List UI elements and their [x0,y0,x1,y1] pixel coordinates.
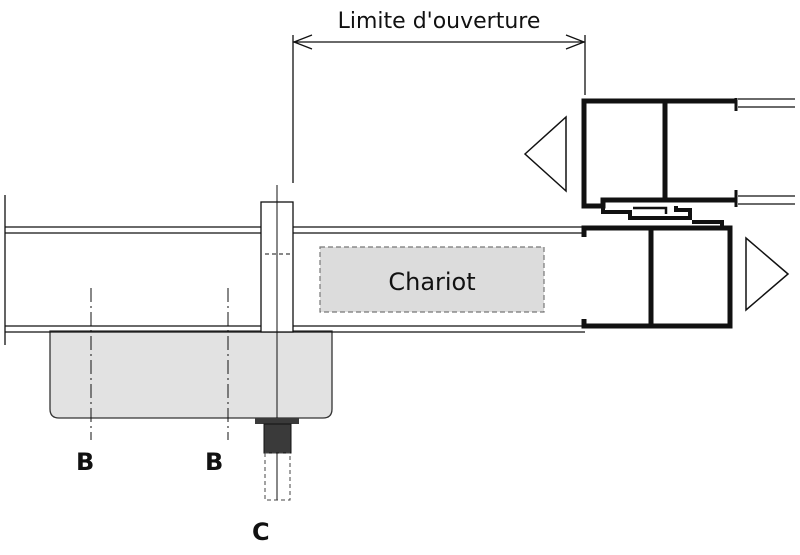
slide-right-arrow-icon [745,236,790,312]
mounting-box [49,330,333,419]
carriage-box [319,246,545,313]
opening-limit-label: Limite d'ouverture [338,9,541,34]
bolt [255,418,299,501]
bolt-thread [263,423,292,454]
label-b-left: B [76,448,94,476]
upper-door-profile [581,98,795,209]
upper-profile-frame [581,98,736,209]
label-b-right: B [205,448,223,476]
interlock-hook-inner [633,206,668,214]
dimension-arrow-left [292,34,313,50]
dimension-arrow-right [565,34,586,50]
carriage: Chariot [319,246,545,313]
bolt-hidden-extension [264,452,291,501]
interlock-hook [601,204,692,220]
lower-door-profile [581,220,733,329]
lower-profile-frame [581,225,733,329]
opening-limit-dimension: Limite d'ouverture [292,9,586,183]
bolt-washer [255,418,299,424]
label-c: C [252,518,270,546]
lower-profile-top-hook [692,220,724,228]
rail [4,195,585,345]
slide-left-arrow-icon [523,115,567,193]
carriage-label: Chariot [388,268,475,296]
vertical-pin [260,185,294,500]
